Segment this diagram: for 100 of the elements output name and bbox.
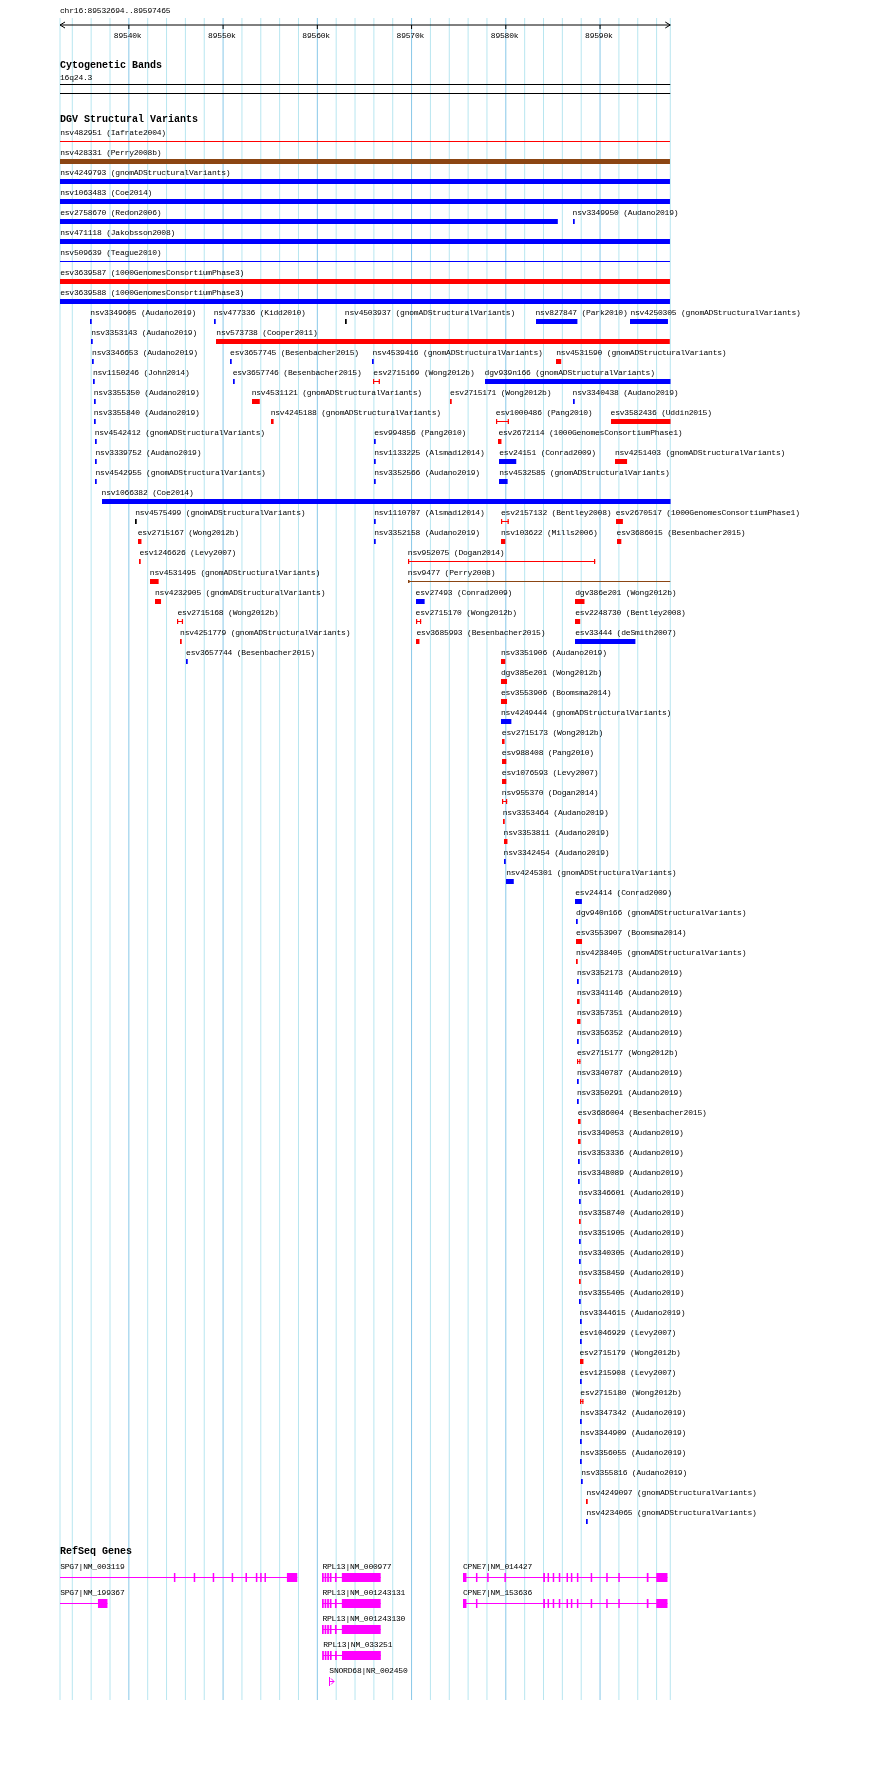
variant-label: esv988408 (Pang2010) [501, 748, 594, 758]
tick-label: 89580k [490, 31, 519, 41]
variant-label: esv2715177 (Wong2012b) [576, 1048, 679, 1058]
variant-label: nsv3342454 (Audano2019) [503, 848, 610, 858]
variant-label: nsv4532585 (gnomADStructuralVariants) [499, 468, 670, 478]
variant-label: nsv477336 (Kidd2010) [213, 308, 306, 318]
variant-label: esv27493 (Conrad2009) [415, 588, 513, 598]
track-title: RefSeq Genes [60, 1546, 132, 1558]
variant-label: nsv3340305 (Audano2019) [578, 1248, 685, 1258]
variant-label: esv1076593 (Levy2007) [501, 768, 599, 778]
variant-label: esv994856 (Pang2010) [374, 428, 467, 438]
variant-label: esv24151 (Conrad2009) [499, 448, 596, 458]
variant-label: nsv4249097 (gnomADStructuralVariants) [586, 1488, 757, 1498]
variant-label: esv3686015 (Besenbacher2015) [616, 528, 746, 538]
variant-label: nsv4575499 (gnomADStructuralVariants) [135, 508, 306, 518]
track-title: DGV Structural Variants [60, 114, 199, 126]
variant-label: nsv573738 (Cooper2011) [216, 328, 318, 338]
gene-label: SPG7|NM_003119 [60, 1562, 125, 1572]
tick-label: 89540k [113, 31, 142, 41]
band-label: 16q24.3 [60, 73, 93, 83]
variant-label: nsv4245188 (gnomADStructuralVariants) [270, 408, 441, 418]
variant-label: nsv1066382 (Coe2014) [101, 488, 194, 498]
gene-label: CPNE7|NM_153636 [463, 1588, 533, 1598]
variant-label: nsv3356055 (Audano2019) [580, 1448, 687, 1458]
variant-label: nsv3353336 (Audano2019) [577, 1148, 684, 1158]
variant-label: nsv3352566 (Audano2019) [374, 468, 480, 478]
gene-label: SNORD68|NR_002450 [329, 1666, 408, 1676]
variant-label: nsv3346653 (Audano2019) [92, 348, 198, 358]
variant-label: esv2715169 (Wong2012b) [373, 368, 475, 378]
variant-label: esv2715167 (Wong2012b) [137, 528, 239, 538]
variant-label: esv33444 (deSmith2007) [575, 628, 677, 638]
variant-label: nsv3355816 (Audano2019) [581, 1468, 688, 1478]
variant-label: esv3639587 (1000GenomesConsortiumPhase3) [60, 268, 245, 278]
variant-label: nsv3349950 (Audano2019) [572, 208, 679, 218]
variant-label: esv2715171 (Wong2012b) [450, 388, 552, 398]
variant-label: nsv4234065 (gnomADStructuralVariants) [586, 1508, 757, 1518]
variant-label: nsv509639 (Teague2010) [60, 248, 162, 258]
variant-label: esv24414 (Conrad2009) [575, 888, 672, 898]
variant-label: nsv4245301 (gnomADStructuralVariants) [506, 868, 677, 878]
variant-label: esv3657745 (Besenbacher2015) [230, 348, 359, 358]
variant-label: nsv3346601 (Audano2019) [578, 1188, 685, 1198]
coordinate-label: chr16:89532694..89597465 [60, 6, 171, 16]
variant-label: nsv482951 (Iafrate2004) [60, 128, 166, 138]
variant-label: nsv952075 (Dogan2014) [407, 548, 505, 558]
variant-label: nsv1110707 (Alsmadi2014) [374, 508, 485, 518]
variant-label: nsv103622 (Mills2006) [501, 528, 598, 538]
variant-label: nsv955370 (Dogan2014) [501, 788, 599, 798]
variant-label: nsv4251779 (gnomADStructuralVariants) [180, 628, 351, 638]
variant-label: esv2670517 (1000GenomesConsortiumPhase1) [615, 508, 800, 518]
variant-label: nsv3348089 (Audano2019) [577, 1168, 684, 1178]
variant-label: esv3553907 (Boomsma2014) [576, 928, 687, 938]
variant-label: nsv1133225 (Alsmadi2014) [374, 448, 485, 458]
variant-label: dgv385e201 (Wong2012b) [501, 668, 603, 678]
gene-label: RPL13|NM_033251 [323, 1640, 393, 1650]
variant-label: nsv3350291 (Audano2019) [576, 1088, 683, 1098]
gene-label: RPL13|NM_001243131 [322, 1588, 406, 1598]
variant-label: nsv3353464 (Audano2019) [502, 808, 609, 818]
variant-label: dgv939n166 (gnomADStructuralVariants) [484, 368, 655, 378]
variant-label: nsv3340787 (Audano2019) [576, 1068, 683, 1078]
variant-label: nsv3357351 (Audano2019) [576, 1008, 683, 1018]
track-title: Cytogenetic Bands [60, 60, 163, 72]
variant-label: nsv428331 (Perry2008b) [60, 148, 162, 158]
tick-label: 89550k [208, 31, 236, 41]
variant-label: esv1246626 (Levy2007) [139, 548, 237, 558]
tick-label: 89570k [396, 31, 425, 41]
variant-label: nsv4232905 (gnomADStructuralVariants) [155, 588, 326, 598]
gene-label: RPL13|NM_000977 [322, 1562, 392, 1572]
variant-label: esv1000486 (Pang2010) [495, 408, 593, 418]
variant-label: nsv4542955 (gnomADStructuralVariants) [95, 468, 266, 478]
variant-label: esv3639588 (1000GenomesConsortiumPhase3) [60, 288, 245, 298]
variant-label: esv3582436 (Uddin2015) [610, 408, 712, 418]
variant-label: nsv3355405 (Audano2019) [578, 1288, 685, 1298]
variant-label: esv2248730 (Bentley2008) [575, 608, 686, 618]
variant-label: esv3685993 (Besenbacher2015) [416, 628, 546, 638]
variant-label: nsv3349053 (Audano2019) [577, 1128, 684, 1138]
variant-label: nsv4238405 (gnomADStructuralVariants) [576, 948, 747, 958]
tick-label: 89590k [585, 31, 613, 41]
variant-label: nsv4531121 (gnomADStructuralVariants) [251, 388, 422, 398]
variant-label: nsv3349605 (Audano2019) [90, 308, 197, 318]
variant-label: esv2715179 (Wong2012b) [579, 1348, 681, 1358]
variant-label: nsv4531495 (gnomADStructuralVariants) [149, 568, 321, 578]
variant-label: nsv4542412 (gnomADStructuralVariants) [94, 428, 265, 438]
variant-label: esv3657746 (Besenbacher2015) [232, 368, 362, 378]
variant-label: nsv3358740 (Audano2019) [578, 1208, 685, 1218]
variant-label: nsv3353143 (Audano2019) [91, 328, 197, 338]
variant-label: nsv3341146 (Audano2019) [576, 988, 683, 998]
variant-label: nsv3344909 (Audano2019) [580, 1428, 687, 1438]
variant-label: nsv3352158 (Audano2019) [374, 528, 480, 538]
variant-label: nsv3340438 (Audano2019) [572, 388, 679, 398]
variant-label: nsv3351906 (Audano2019) [501, 648, 607, 658]
variant-label: nsv1150246 (John2014) [92, 368, 190, 378]
gene-label: SPG7|NM_199367 [60, 1588, 125, 1598]
variant-label: nsv4251403 (gnomADStructuralVariants) [614, 448, 786, 458]
tick-label: 89560k [302, 31, 330, 41]
variant-label: esv3686004 (Besenbacher2015) [577, 1108, 707, 1118]
variant-label: nsv4249444 (gnomADStructuralVariants) [501, 708, 672, 718]
variant-label: nsv3344615 (Audano2019) [579, 1308, 686, 1318]
variant-label: nsv3355350 (Audano2019) [93, 388, 200, 398]
variant-label: nsv4503937 (gnomADStructuralVariants) [344, 308, 516, 318]
variant-label: nsv3347342 (Audano2019) [580, 1408, 687, 1418]
